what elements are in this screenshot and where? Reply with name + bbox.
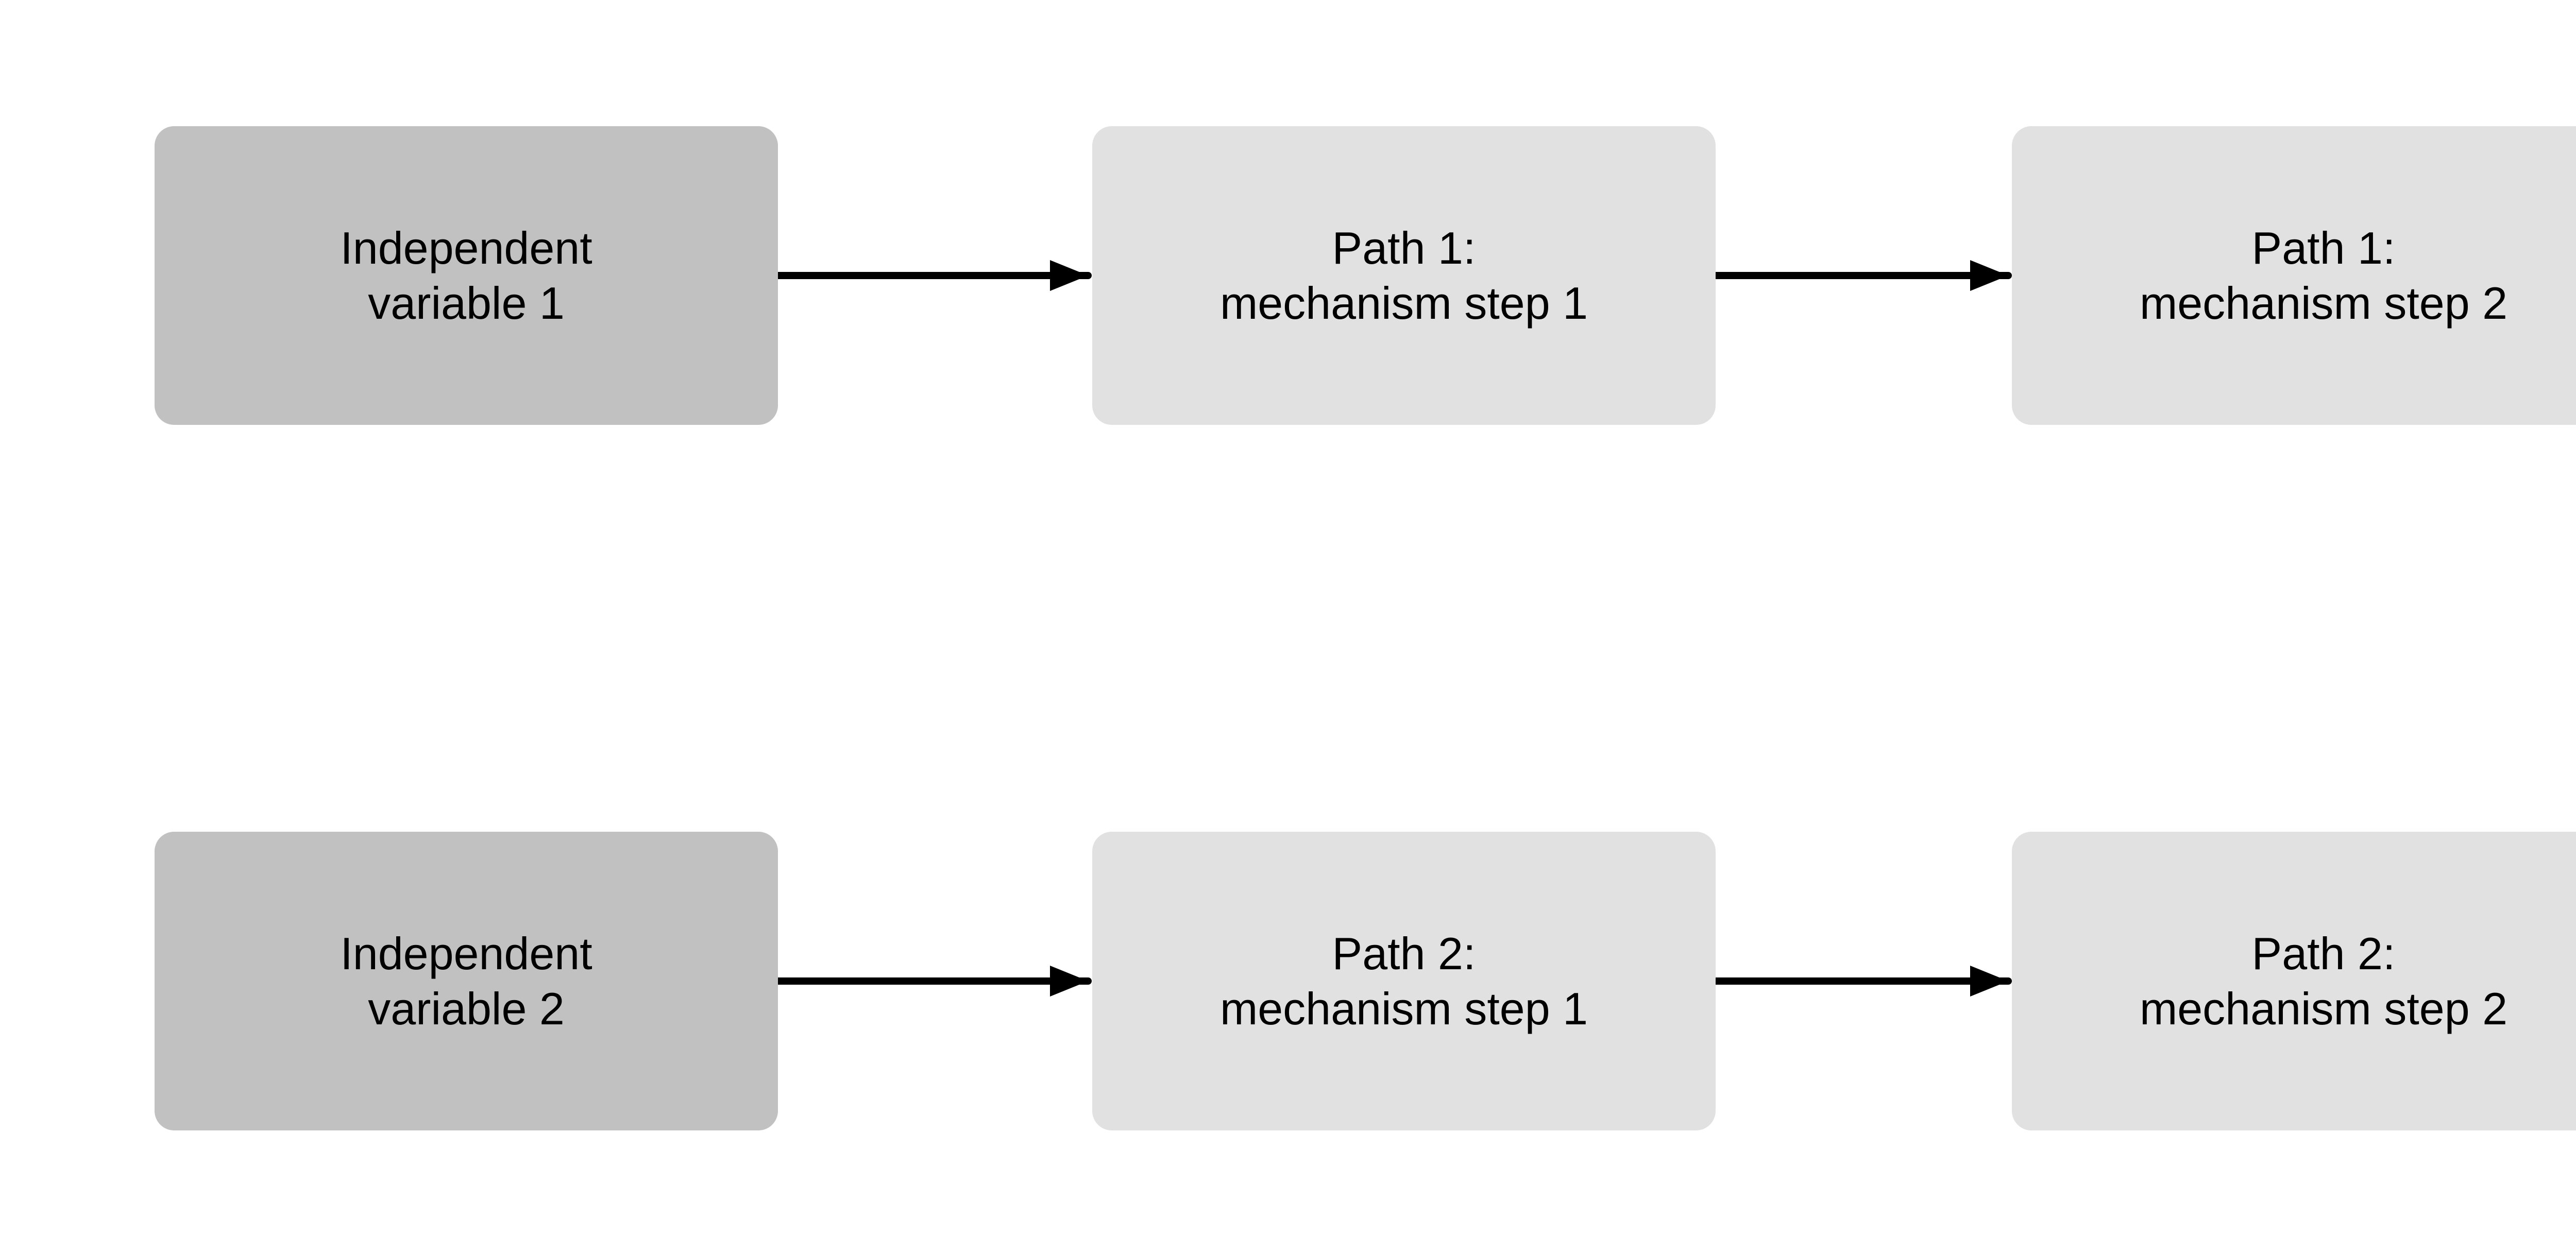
node-path2-mechanism-step-1: Path 2: mechanism step 1	[1092, 832, 1716, 1130]
node-independent-variable-1: Independent variable 1	[155, 126, 778, 425]
node-path1-mechanism-step-1: Path 1: mechanism step 1	[1092, 126, 1716, 425]
node-independent-variable-2: Independent variable 2	[155, 832, 778, 1130]
node-path2-mechanism-step-2: Path 2: mechanism step 2	[2012, 832, 2576, 1130]
node-path1-mechanism-step-2: Path 1: mechanism step 2	[2012, 126, 2576, 425]
